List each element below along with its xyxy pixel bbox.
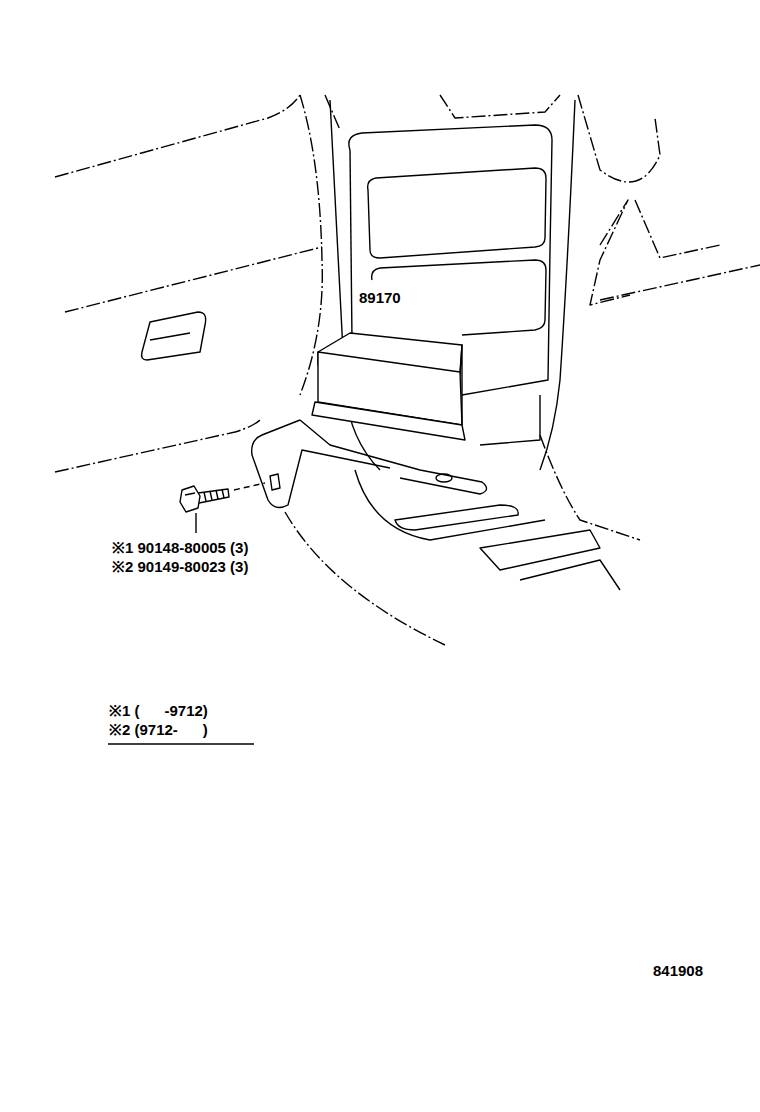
applicability-note: ※1 ( -9712)	[108, 702, 209, 720]
dash-outline	[300, 95, 322, 395]
part-number: ※1 90148-80005 (3)	[111, 539, 249, 557]
handle-outline	[142, 312, 206, 360]
bolt-head	[185, 493, 195, 495]
bracket	[252, 420, 390, 508]
bolt-shank	[198, 489, 229, 503]
relay-edge	[460, 345, 462, 425]
part-number: ※2 90149-80023 (3)	[111, 558, 249, 576]
relay-base	[312, 402, 465, 440]
part-number: 89170	[358, 289, 402, 307]
radio-panel	[368, 168, 546, 258]
bolt-thread	[204, 489, 224, 501]
bolt-head	[180, 486, 200, 512]
applicability-note: ※2 (9712- )	[108, 721, 209, 739]
dash-outline	[440, 95, 560, 118]
dash-outline	[635, 200, 720, 258]
dash-outline	[285, 512, 445, 645]
dash-outline	[65, 247, 322, 312]
illustration-number: 841908	[652, 962, 704, 980]
console-outline	[520, 560, 620, 590]
handle-outline	[150, 333, 190, 340]
console-tray	[395, 505, 518, 530]
dash-outline	[540, 435, 640, 540]
dash-outline	[55, 418, 262, 472]
dash-outline	[325, 95, 340, 130]
console-outline	[355, 470, 545, 540]
console-outline	[480, 395, 540, 445]
dash-outline	[55, 95, 300, 177]
bolt-axis	[234, 483, 265, 490]
console-outline	[350, 150, 352, 340]
leader-line	[195, 513, 196, 533]
bracket	[300, 420, 487, 494]
bracket-hole	[436, 474, 452, 482]
dash-outline	[590, 200, 630, 305]
dash-outline	[600, 265, 760, 300]
bracket-slot	[270, 474, 280, 490]
dash-outline	[578, 95, 660, 182]
note-underline	[108, 743, 254, 744]
